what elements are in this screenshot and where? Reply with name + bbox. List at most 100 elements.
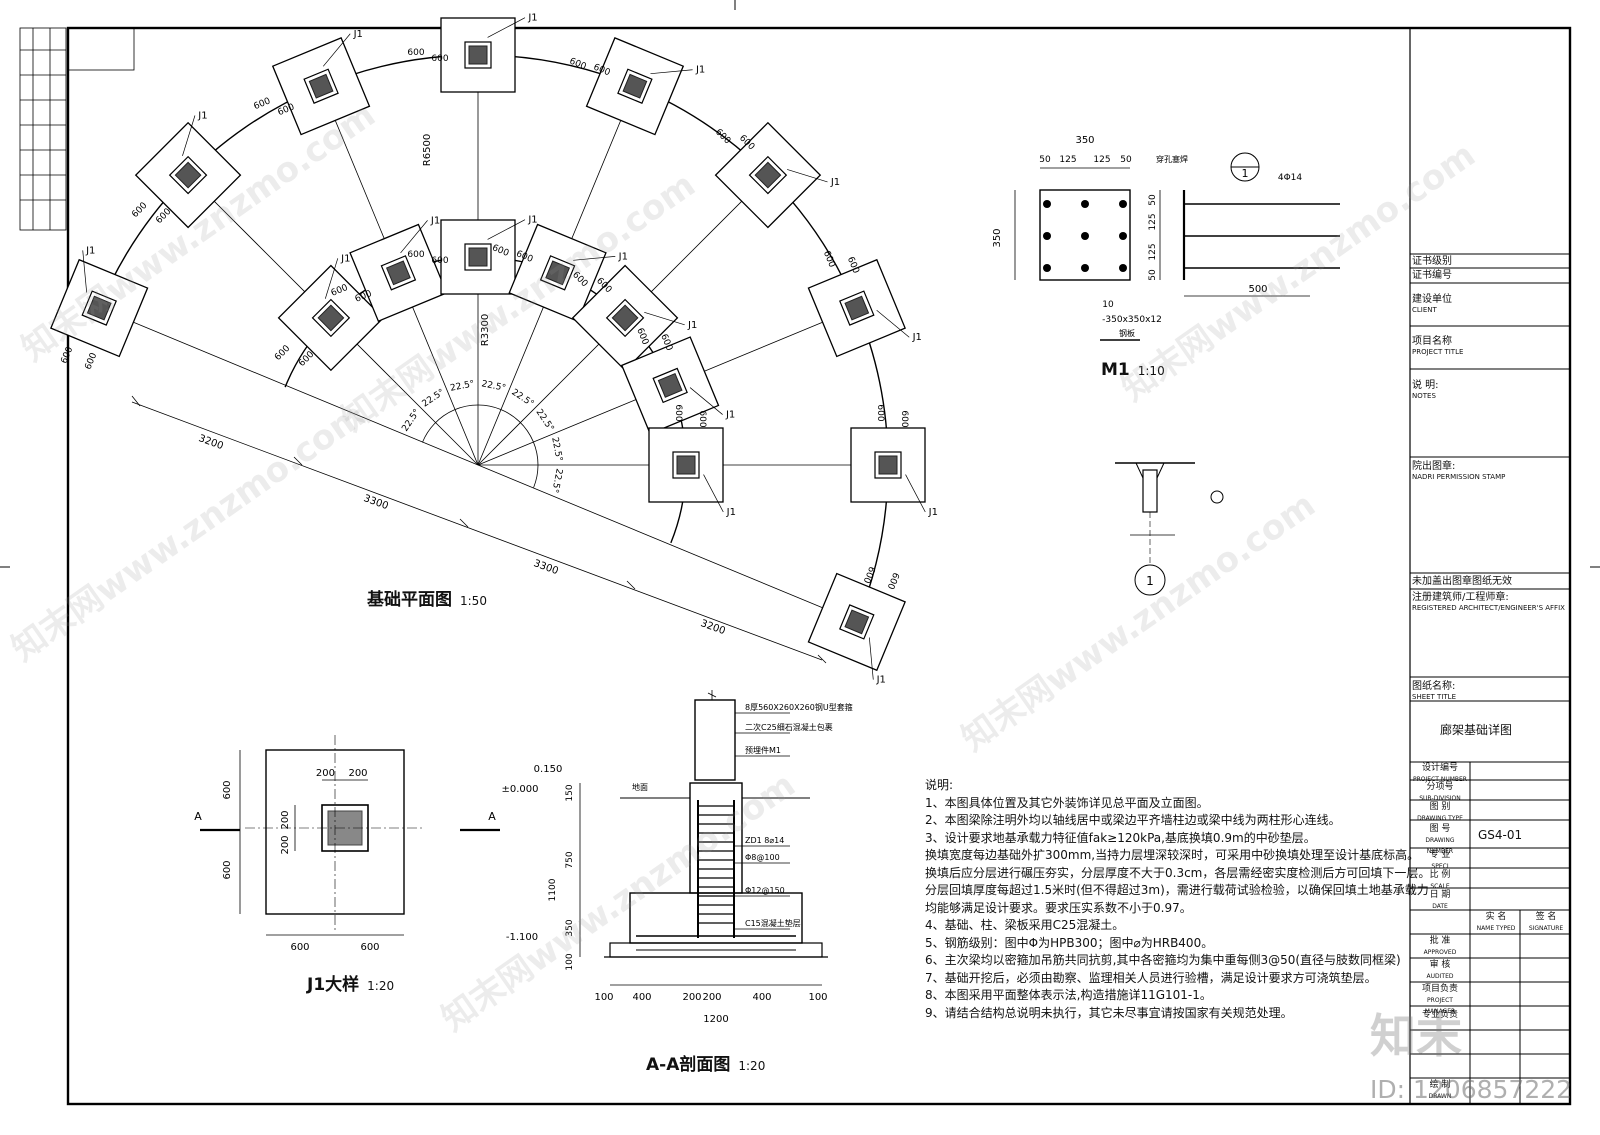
column	[308, 73, 334, 99]
note-line: 分层回填厚度每超过1.5米时(但不得超过3m)，需进行载荷试验检验，以确保回填土…	[925, 883, 1429, 897]
tb-cert-no: 证书编号	[1412, 270, 1452, 281]
footing-label: J1	[340, 253, 350, 264]
footing-label: J1	[912, 332, 922, 343]
tb-stamp: 院出图章:NADRI PERMISSION STAMP	[1412, 461, 1506, 481]
footing-j1	[585, 37, 685, 136]
m1-callout-number: 1	[1242, 167, 1249, 180]
footing-label: J1	[618, 251, 628, 262]
tb-sheet-value: 廊架基础详图	[1440, 723, 1513, 737]
dim-600: 600	[673, 404, 683, 421]
foundation-plan	[50, 17, 926, 680]
column	[622, 73, 648, 99]
footing-label: J1	[527, 13, 537, 24]
leader-line	[644, 311, 685, 326]
footing-j1	[508, 223, 607, 323]
column	[844, 295, 870, 321]
dim-600: 600	[252, 96, 272, 112]
radius-outer-label: R6500	[422, 134, 433, 166]
section-vdim: 750	[565, 851, 575, 868]
m1-bolt-label: 穿孔塞焊	[1156, 154, 1188, 164]
leader-line	[650, 69, 693, 75]
level-label: 0.150	[534, 764, 563, 775]
note-line: 3、设计要求地基承载力特征值fak≥120kPa,基底换填0.9m的中砂垫层。	[925, 830, 1316, 845]
section-vdim: 1100	[548, 878, 558, 901]
dim-600: 600	[84, 351, 100, 371]
note-line: 均能够满足设计要求。要求压实系数不小于0.97。	[925, 900, 1192, 915]
column	[657, 372, 683, 398]
notes-heading: 说明:	[925, 778, 954, 792]
footing-label: J1	[928, 507, 938, 518]
footing-j1	[134, 121, 242, 229]
column	[317, 304, 345, 332]
dim-600: 600	[861, 565, 877, 585]
m1-dim: 50	[1039, 155, 1051, 165]
j1-detail	[200, 735, 500, 936]
angle-label: 22.5°	[449, 379, 475, 394]
footing-label: J1	[687, 320, 697, 331]
footing-j1	[648, 427, 724, 503]
m1-ten: 10	[1102, 300, 1114, 310]
column	[676, 455, 696, 475]
tb-cert-level: 证书级别	[1412, 256, 1452, 267]
footing-label: J1	[353, 29, 363, 40]
margin-grid	[19, 27, 135, 231]
section-callout: Φ8@100	[745, 853, 780, 862]
section-hdim: 400	[632, 992, 651, 1003]
radial-dim: 3300	[532, 558, 560, 577]
section-vdim: 150	[565, 784, 575, 801]
footing-j1	[440, 219, 516, 295]
footing-label: J1	[876, 675, 886, 686]
m1-dim: 125	[1059, 155, 1076, 165]
leader-line	[487, 219, 526, 240]
m1-plate	[1014, 152, 1340, 341]
anchor-bolt	[1043, 200, 1051, 208]
footing-j1	[620, 336, 720, 435]
section-callout: 二次C25细石混凝土包裹	[745, 722, 833, 732]
footing-j1	[277, 264, 385, 372]
m1-dim: 125	[1148, 243, 1158, 260]
section-callout: C15混凝土垫层	[745, 918, 801, 928]
angle-label: 22.5°	[401, 408, 423, 434]
m1-dim: 50	[1148, 269, 1158, 281]
note-line: 9、请结合结构总说明未执行，其它未尽事宜请按国家有关规范处理。	[925, 1005, 1293, 1020]
column	[468, 247, 488, 267]
note-line: 8、本图采用平面整体表示法,构造措施详11G101-1。	[925, 988, 1212, 1002]
radial-line	[71, 296, 479, 466]
anchor-bolt	[1119, 264, 1127, 272]
radial-dim: 3200	[699, 618, 727, 637]
j1-dim: 200	[316, 768, 335, 779]
j1-dim: 600	[222, 860, 233, 879]
plan-dimension-lines	[131, 395, 827, 664]
j1-dim: 200	[280, 835, 291, 854]
column	[611, 304, 639, 332]
angle-label: 22.5°	[481, 379, 507, 394]
dim-600: 600	[875, 404, 885, 421]
image-id: ID: 1206857222	[1370, 1075, 1573, 1104]
leader-line	[787, 169, 828, 183]
section-callout: ZD1 8⌀14	[745, 836, 784, 845]
column	[545, 260, 571, 286]
section-hdim: 100	[808, 992, 827, 1003]
note-line: 1、本图具体位置及其它外装饰详见总平面及立面图。	[925, 795, 1209, 810]
m1-dim: 50	[1120, 155, 1132, 165]
note-line: 7、基础开挖后，必须由勘察、监理相关人员进行验槽，满足设计要求方可浇筑垫层。	[925, 970, 1377, 985]
leader-line	[182, 115, 196, 156]
column	[385, 260, 411, 286]
title-block-lines	[1410, 253, 1570, 1104]
radial-line	[477, 464, 885, 634]
leader-line	[868, 637, 874, 680]
leader-line	[322, 33, 351, 67]
